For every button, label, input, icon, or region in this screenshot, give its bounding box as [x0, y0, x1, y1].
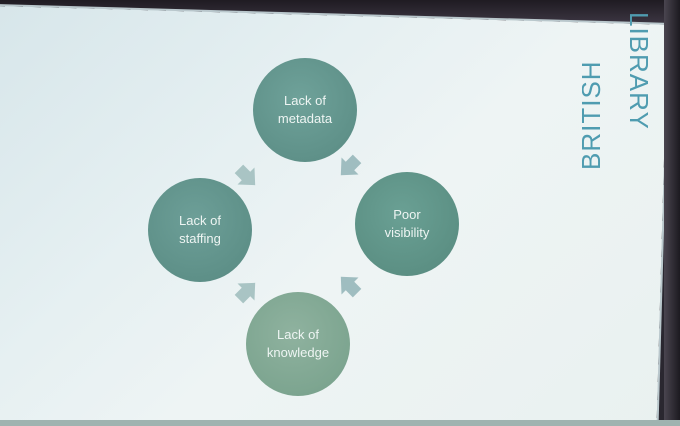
- node-label-line-1: Lack of: [179, 213, 221, 228]
- node-label-line-2: staffing: [179, 231, 221, 246]
- cycle-arrow-icon: [330, 146, 370, 186]
- cycle-arrow-icon: [226, 156, 266, 196]
- node-lack-of-staffing: Lack of staffing: [148, 178, 252, 282]
- node-poor-visibility: Poor visibility: [355, 172, 459, 276]
- british-library-logo: LIBRARY BRITISH: [582, 6, 662, 176]
- logo-text-british: BRITISH: [582, 60, 606, 170]
- screen-frame-right: [664, 0, 680, 426]
- node-label-line-2: metadata: [277, 111, 333, 126]
- node-label-line-2: visibility: [384, 225, 430, 240]
- node-label-line-1: Lack of: [284, 93, 326, 108]
- node-label-line-2: knowledge: [266, 345, 330, 360]
- node-label-line-1: Poor: [393, 207, 421, 222]
- logo-text-library: LIBRARY: [624, 12, 654, 130]
- node-lack-of-metadata: Lack of metadata: [253, 58, 357, 162]
- node-lack-of-knowledge: Lack of knowledge: [246, 292, 350, 396]
- cycle-arrow-icon: [226, 272, 266, 312]
- node-label-line-1: Lack of: [277, 327, 319, 342]
- screen-frame-bottom: [0, 420, 680, 426]
- cycle-arrow-icon: [330, 266, 370, 306]
